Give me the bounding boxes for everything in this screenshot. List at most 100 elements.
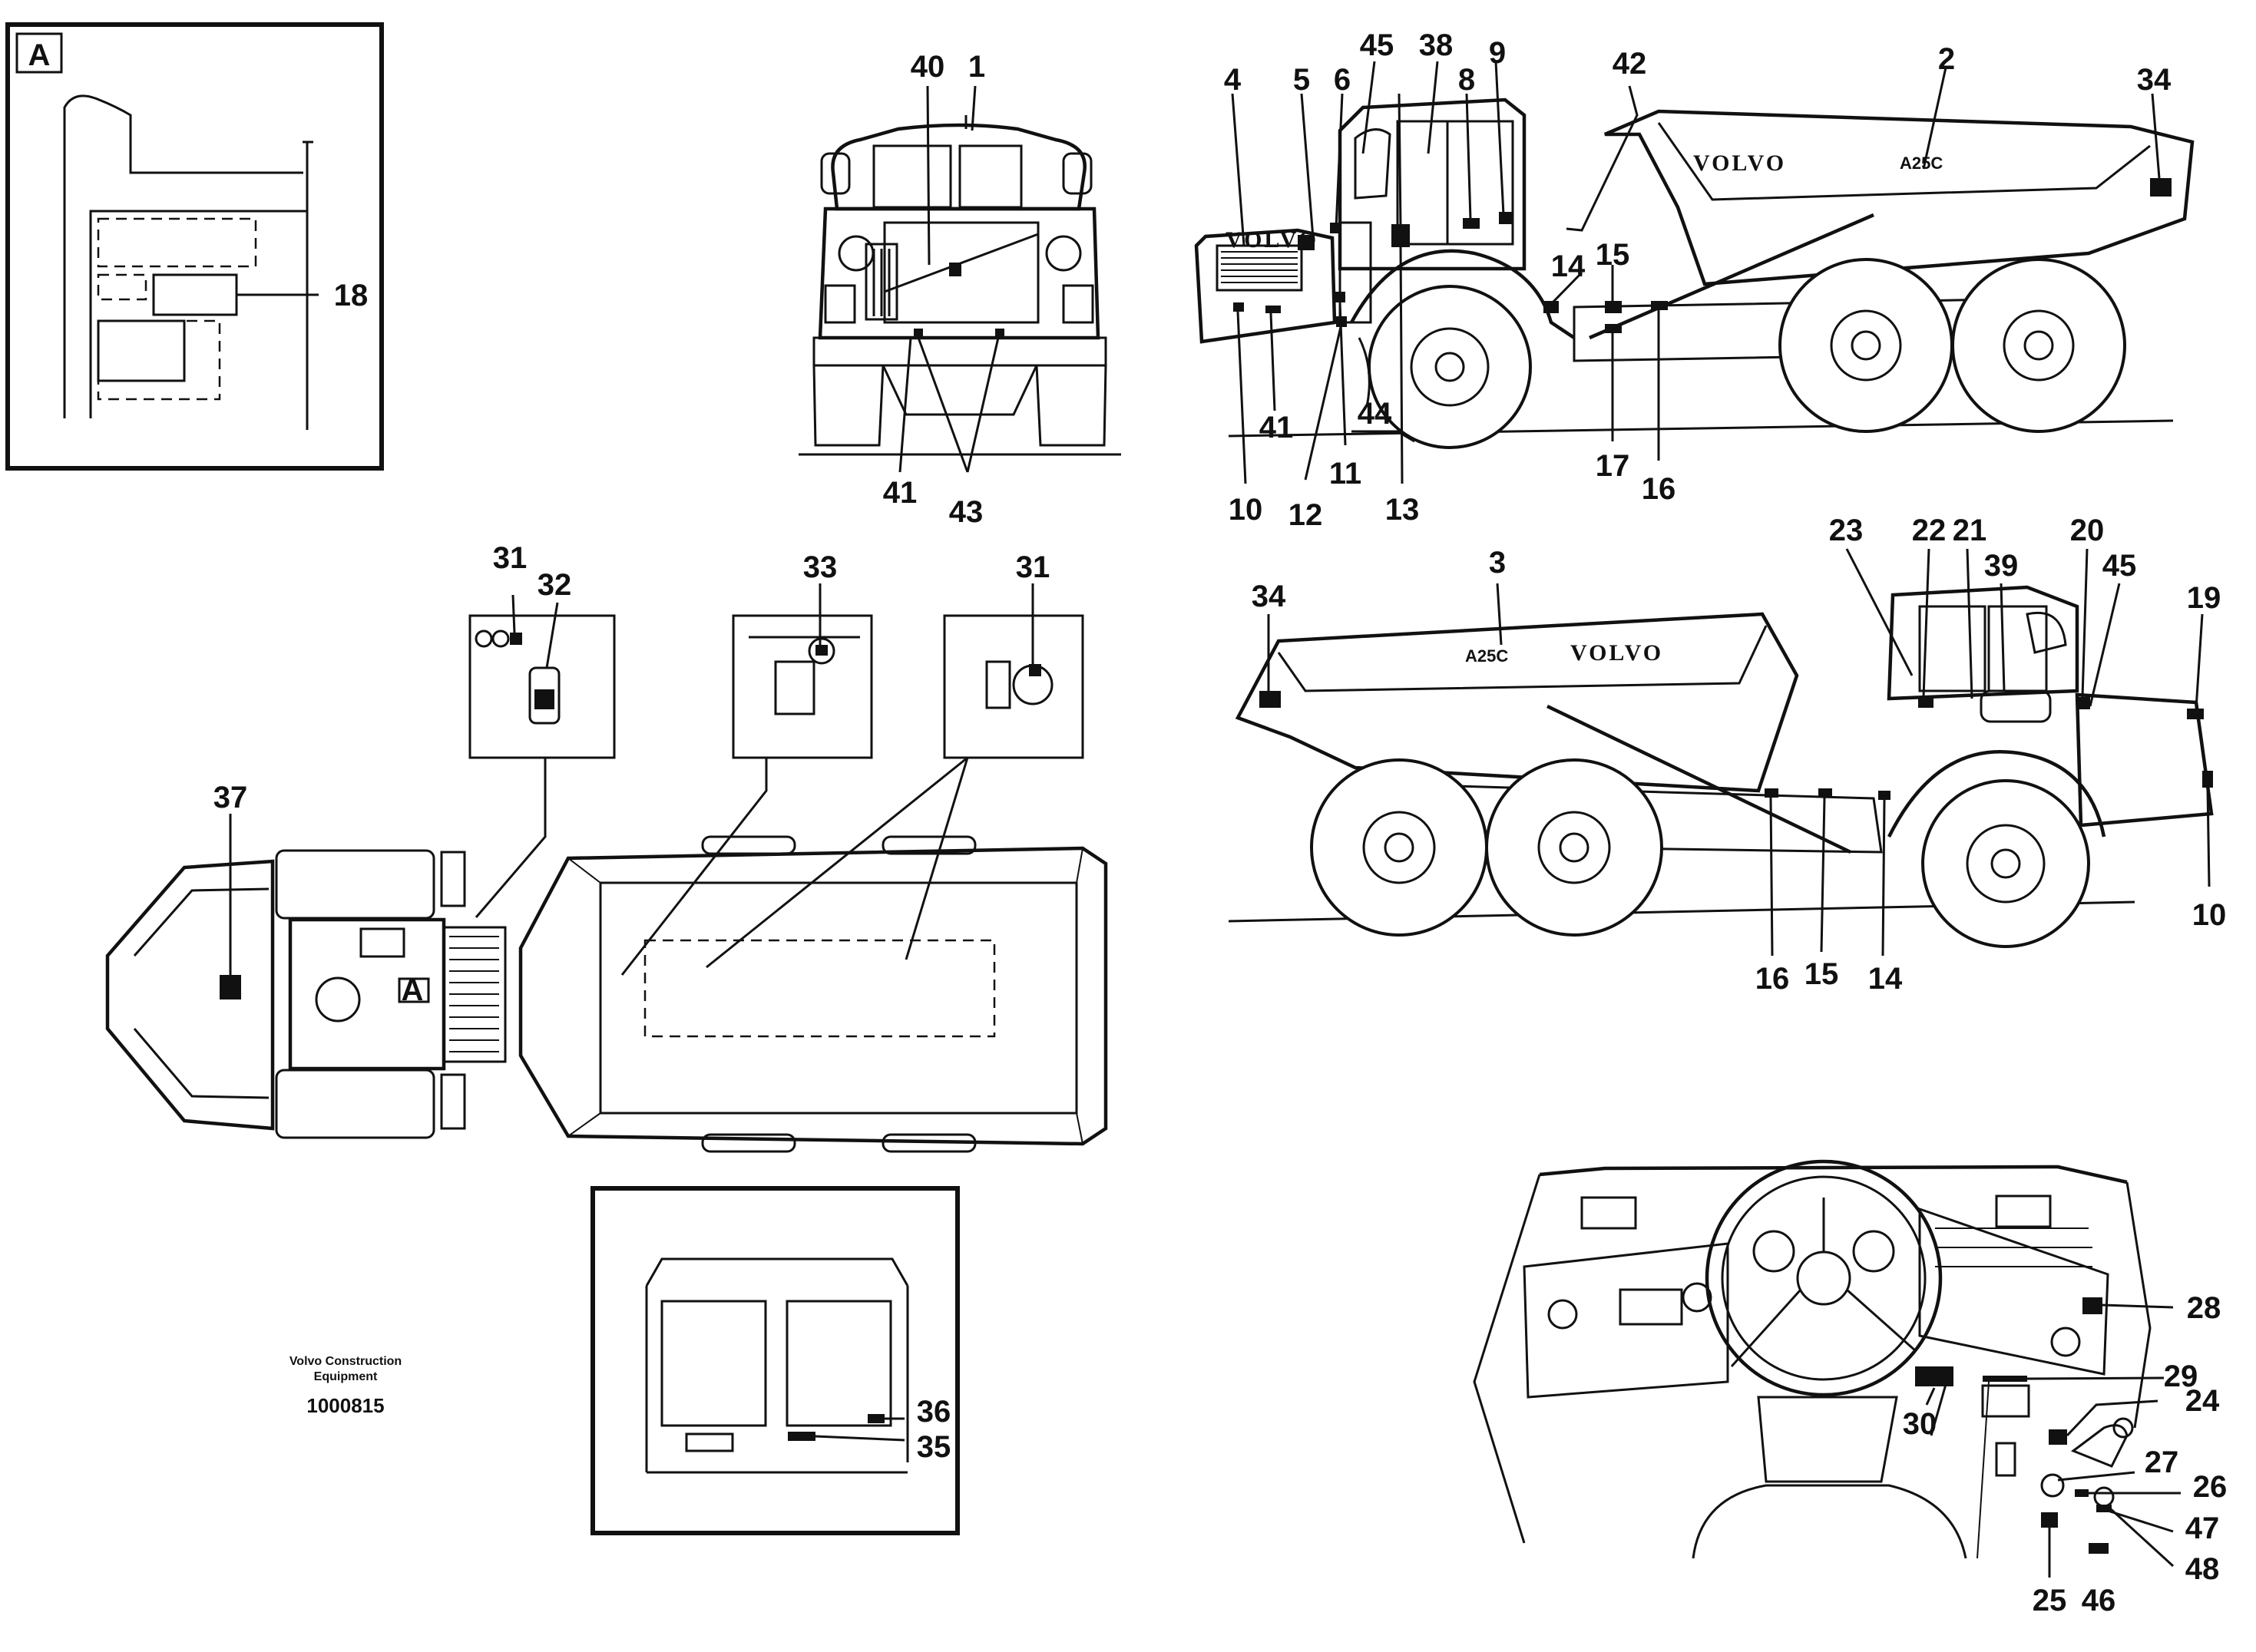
top-articulation-grid — [449, 936, 499, 1052]
dash-vent-left — [1580, 1196, 1637, 1230]
leader-39 — [2000, 583, 2006, 692]
left-decal-14 — [1878, 791, 1890, 800]
leader-21 — [1966, 548, 1973, 699]
callout-15-right: 15 — [1596, 238, 1630, 272]
right-decal-16 — [1651, 301, 1668, 310]
top-inset-1-cylinder — [528, 666, 561, 725]
right-exhaust — [1338, 221, 1372, 324]
dash-steering-spoke-1 — [1730, 1288, 1802, 1368]
callout-39: 39 — [1984, 549, 2019, 583]
callout-17: 17 — [1596, 449, 1630, 483]
leader-34-right — [2151, 93, 2161, 179]
left-dump-body — [1235, 612, 1799, 793]
callout-28: 28 — [2187, 1291, 2221, 1325]
front-wheel-right — [1062, 284, 1094, 324]
left-front-fender — [1887, 749, 2106, 838]
left-rear-hub-1 — [1384, 832, 1414, 863]
callout-13: 13 — [1385, 493, 1420, 527]
top-instrument — [359, 927, 405, 958]
top-inset-2-cap — [808, 637, 835, 665]
dash-console-slot — [1995, 1442, 2016, 1477]
leader-35 — [815, 1435, 905, 1442]
front-wheel-left — [824, 284, 856, 324]
left-decal-19 — [2187, 709, 2204, 719]
detail-a-panel — [89, 210, 307, 418]
right-rear-tyre-2 — [1951, 258, 2126, 433]
cab-rear-window-left — [660, 1300, 767, 1427]
top-dump-inner — [599, 881, 1078, 1115]
leader-27 — [2057, 1471, 2135, 1482]
dash-left-knob-2 — [1682, 1282, 1712, 1313]
right-front-fender — [1350, 249, 1576, 339]
dash-switch-26 — [2093, 1486, 2115, 1508]
detail-a-dashed-3 — [97, 319, 221, 401]
top-decal-37 — [220, 975, 241, 999]
left-decal-10 — [2202, 771, 2213, 788]
right-decal-41 — [1265, 306, 1281, 313]
leader-14-left — [1881, 799, 1886, 957]
left-fuel-tank — [1980, 689, 2052, 723]
leader-10-left — [2206, 787, 2211, 887]
right-rear-rim-2 — [2003, 309, 2075, 382]
callout-24: 24 — [2185, 1384, 2220, 1418]
callout-4: 4 — [1224, 63, 1242, 97]
callout-2: 2 — [1938, 42, 1955, 76]
top-inset-1-gauge-1 — [475, 629, 493, 648]
leader-41-right — [1269, 312, 1276, 411]
cab-rear-decal-35 — [788, 1432, 815, 1441]
top-tyre-2 — [882, 835, 977, 855]
callout-40: 40 — [911, 50, 945, 84]
callout-23: 23 — [1829, 514, 1864, 547]
right-rear-rim-1 — [1830, 309, 1902, 382]
dash-lever — [2070, 1424, 2129, 1468]
callout-20: 20 — [2070, 514, 2105, 547]
top-hood-ridge-2 — [133, 1028, 270, 1099]
leader-inset-3a — [706, 756, 968, 969]
callout-37: 37 — [213, 781, 248, 814]
left-rear-hub-2 — [1559, 832, 1589, 863]
front-grille-frame — [883, 221, 1040, 324]
cab-rear-inset — [590, 1186, 960, 1535]
right-decal-9 — [1499, 212, 1513, 224]
leader-12 — [1304, 326, 1342, 481]
dash-decal-25 — [2041, 1512, 2058, 1528]
leader-15-left — [1820, 797, 1826, 953]
top-tyre-1 — [701, 835, 796, 855]
callout-41: 41 — [883, 476, 918, 510]
top-inset-1-frame — [468, 614, 616, 759]
top-articulation — [442, 926, 507, 1063]
front-mirror-right — [1062, 152, 1093, 195]
leader-2 — [1922, 67, 1947, 170]
dash-decal-26 — [2075, 1489, 2089, 1497]
top-inset-2-body — [774, 660, 815, 715]
callout-42: 42 — [1613, 47, 1647, 81]
front-decal-43-right — [995, 329, 1004, 338]
front-view-machine — [799, 115, 1121, 456]
leader-30 — [1925, 1387, 1936, 1406]
dash-console-edge — [1976, 1381, 1990, 1559]
front-windshield-right — [958, 144, 1023, 209]
leader-23 — [1845, 548, 1914, 676]
dash-switch-27 — [2040, 1473, 2065, 1498]
leader-4 — [1231, 93, 1245, 246]
front-bumper — [812, 336, 1107, 367]
right-front-rim — [1410, 327, 1490, 407]
leader-7 — [1398, 93, 1402, 228]
top-engine-hood — [105, 859, 275, 1131]
callout-19: 19 — [2187, 581, 2221, 615]
right-decal-7 — [1391, 224, 1410, 247]
callout-3: 3 — [1489, 546, 1506, 580]
leader-inset-3b — [905, 757, 969, 960]
left-front-tyre — [1921, 779, 2090, 948]
top-dump-corner-3 — [1076, 847, 1083, 884]
dash-right-knob — [2050, 1327, 2081, 1357]
dash-lever-knob — [2112, 1417, 2134, 1439]
left-cab-door-window — [1918, 605, 1986, 692]
dash-steering-inner — [1721, 1175, 1927, 1381]
leader-19 — [2195, 613, 2204, 709]
cab-rear-grille — [685, 1432, 734, 1452]
cab-rear-decal-36 — [868, 1414, 885, 1423]
leader-45-left — [2089, 583, 2121, 707]
leader-3 — [1496, 583, 1503, 646]
